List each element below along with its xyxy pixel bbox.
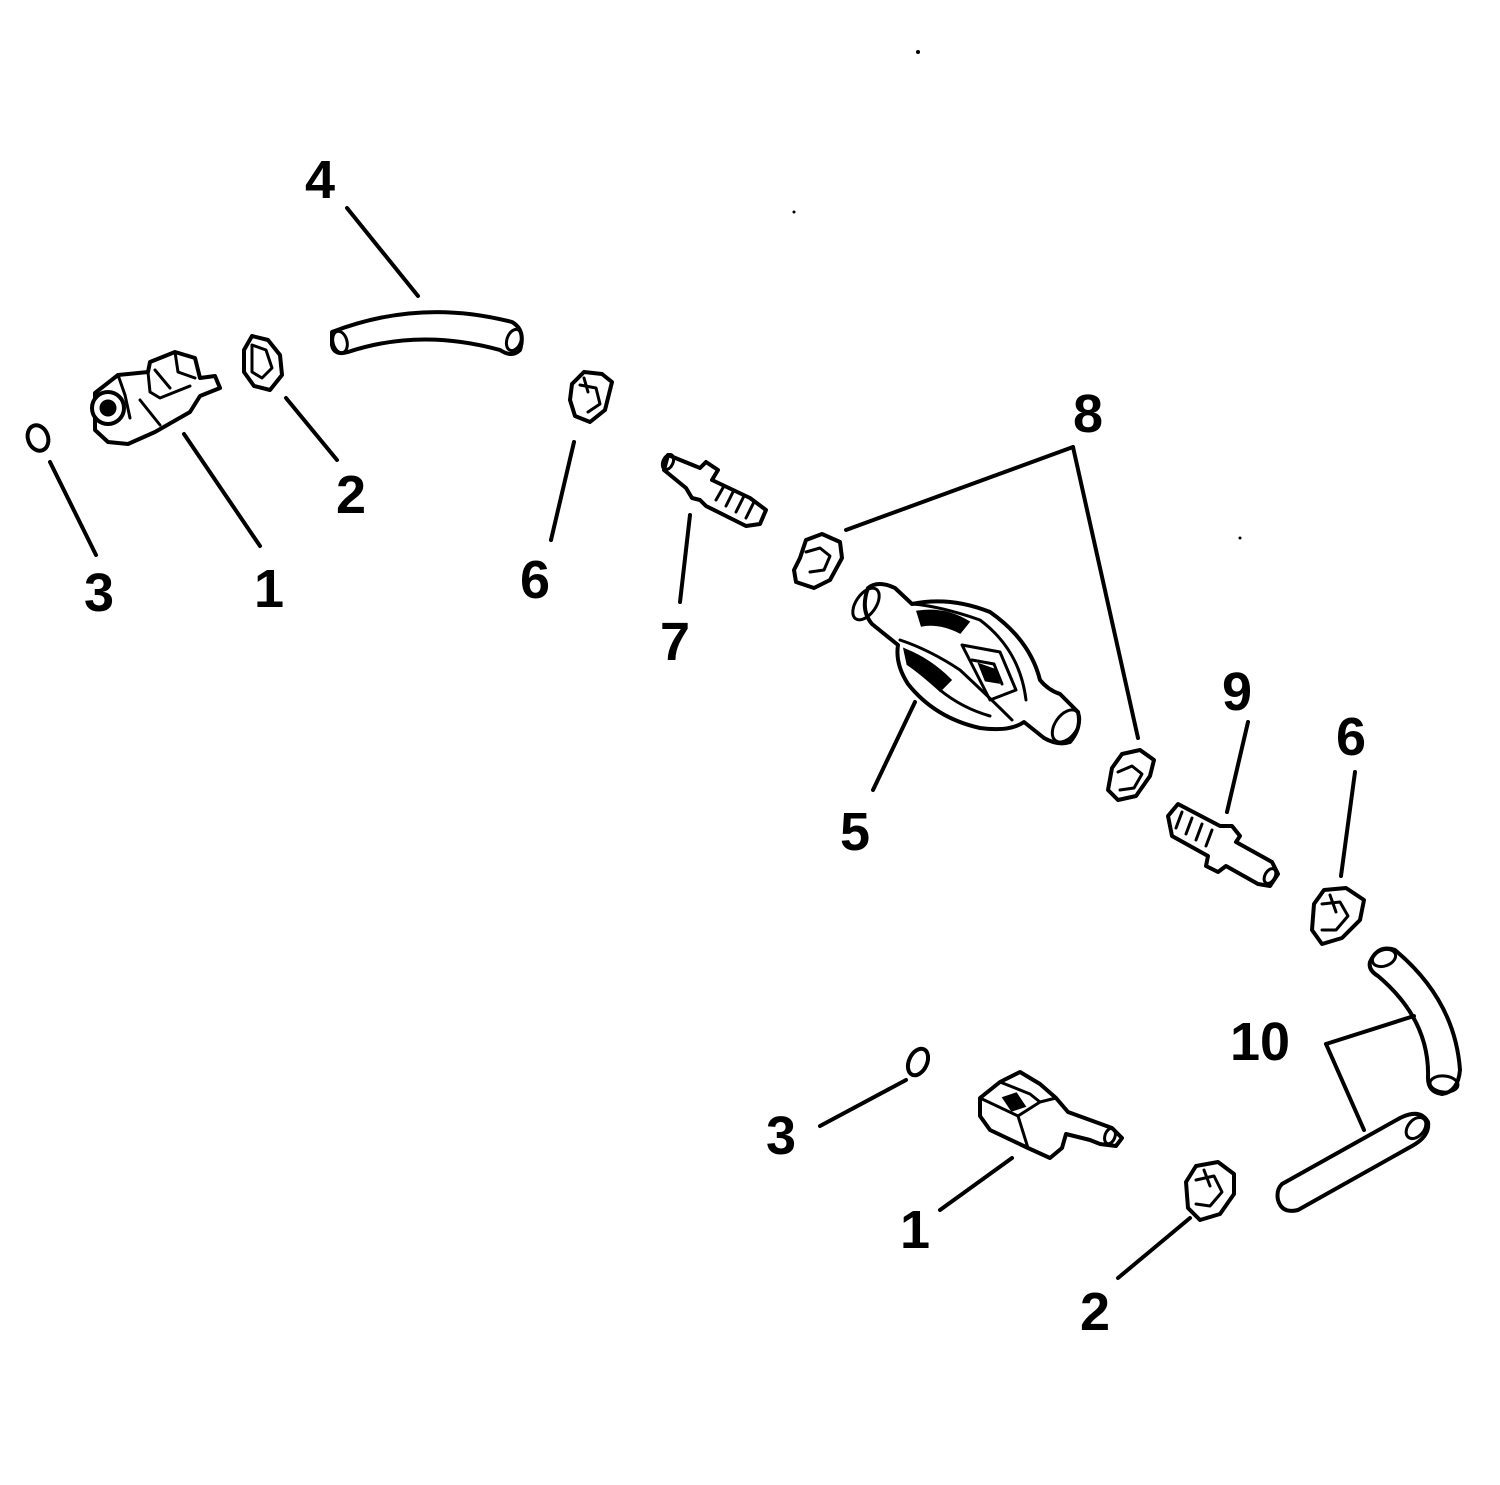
leader-lines bbox=[48, 206, 1416, 1280]
retaining-clip-8-upper bbox=[792, 532, 844, 590]
hose-clamp-bottom bbox=[1184, 1160, 1236, 1222]
leader-1-top bbox=[182, 432, 262, 548]
leader-4 bbox=[345, 206, 420, 298]
leader-1-bottom bbox=[938, 1156, 1014, 1212]
callout-9: 9 bbox=[1222, 662, 1252, 722]
leader-8-a bbox=[844, 445, 1075, 532]
fuel-hose-10-upper bbox=[1367, 946, 1462, 1096]
callout-4: 4 bbox=[305, 150, 335, 210]
leader-7 bbox=[678, 513, 692, 604]
fuel-connector-top bbox=[90, 350, 222, 446]
callout-1-bottom: 1 bbox=[900, 1200, 930, 1260]
callout-3-bottom: 3 bbox=[766, 1106, 796, 1166]
hose-fitting-9 bbox=[1166, 802, 1280, 888]
callout-6-right: 6 bbox=[1336, 707, 1366, 767]
leader-3-top bbox=[48, 460, 98, 557]
callout-5: 5 bbox=[840, 802, 870, 862]
primer-bulb bbox=[851, 582, 1082, 746]
hose-clamp-6-right bbox=[1310, 886, 1366, 946]
callout-2-bottom: 2 bbox=[1080, 1282, 1110, 1342]
o-ring-top bbox=[25, 423, 51, 453]
callout-1-top: 1 bbox=[254, 559, 284, 619]
callout-7: 7 bbox=[660, 612, 690, 672]
callout-3-top: 3 bbox=[84, 563, 114, 623]
leader-10-a bbox=[1324, 1014, 1416, 1046]
callout-2-top: 2 bbox=[336, 465, 366, 525]
leader-6-right bbox=[1339, 770, 1357, 878]
fuel-hose-10-lower bbox=[1275, 1111, 1431, 1213]
hose-fitting-7 bbox=[660, 452, 768, 528]
leader-2-top bbox=[284, 396, 339, 462]
callout-8: 8 bbox=[1073, 384, 1103, 444]
callout-10: 10 bbox=[1230, 1012, 1290, 1072]
fuel-hose-short bbox=[330, 310, 524, 356]
retaining-clip-8-lower bbox=[1106, 748, 1156, 802]
leader-5 bbox=[871, 700, 917, 792]
leader-6-left bbox=[549, 440, 576, 542]
leader-8-b bbox=[1071, 445, 1140, 740]
leader-10-b bbox=[1324, 1042, 1366, 1132]
scan-specks bbox=[792, 50, 1242, 540]
hose-clamp-top bbox=[242, 334, 284, 392]
leader-9 bbox=[1225, 720, 1250, 814]
callout-6-left: 6 bbox=[520, 550, 550, 610]
leader-3-bottom bbox=[818, 1078, 908, 1128]
callout-labels: 4 2 3 1 6 7 8 5 9 6 10 3 1 2 bbox=[84, 150, 1366, 1342]
o-ring-bottom bbox=[905, 1046, 931, 1078]
fuel-connector-bottom bbox=[978, 1070, 1124, 1160]
hose-clamp-6-left bbox=[568, 370, 614, 424]
leader-2-bottom bbox=[1116, 1216, 1192, 1280]
